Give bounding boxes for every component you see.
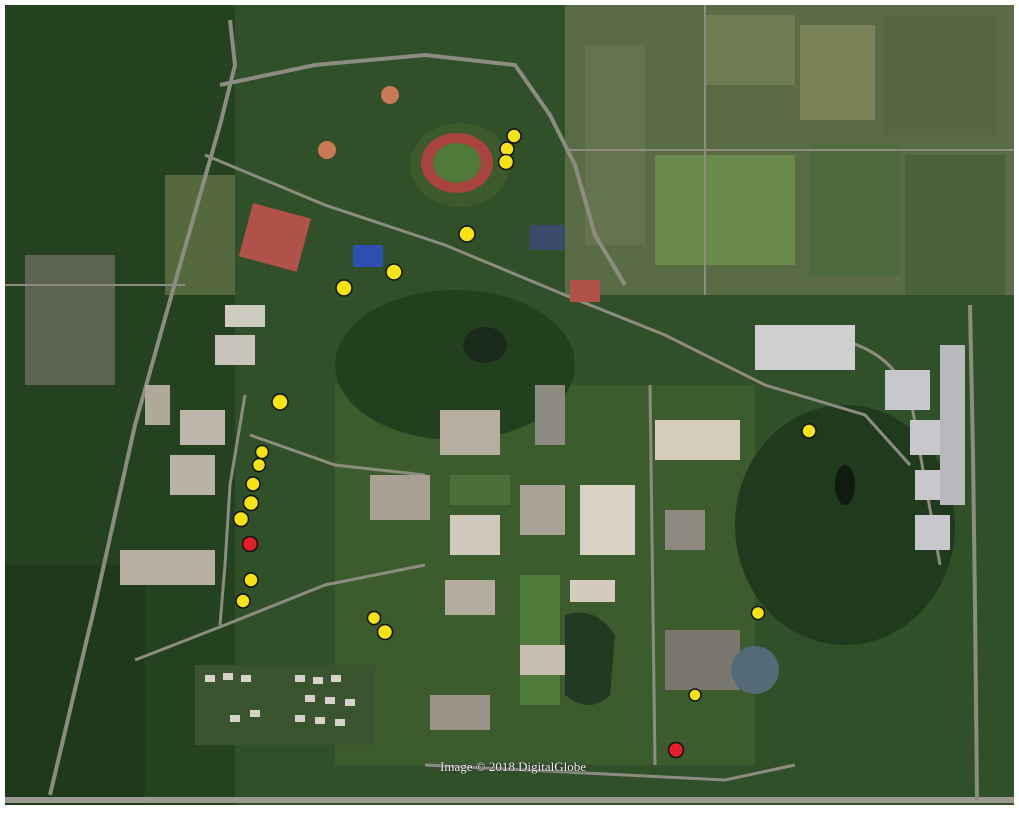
building: [430, 695, 490, 730]
campus-lawn: [450, 475, 510, 505]
housing-west: [25, 255, 115, 385]
residence-block: [755, 325, 855, 370]
road-campus-south: [424, 763, 796, 782]
court: [570, 280, 600, 302]
road-perimeter: [48, 19, 238, 796]
road-inner: [249, 433, 426, 477]
field: [585, 45, 645, 245]
building: [535, 385, 565, 445]
field: [705, 15, 795, 85]
residence-block: [885, 370, 930, 410]
satellite-imagery[interactable]: [5, 5, 1014, 805]
building: [520, 645, 565, 675]
building: [665, 630, 740, 690]
road-east: [968, 304, 979, 801]
building: [180, 410, 225, 445]
pond-center: [463, 327, 507, 363]
residence-block: [940, 345, 965, 505]
field: [800, 25, 875, 120]
field: [655, 155, 795, 265]
imagery-attribution: Image © 2018 DigitalGlobe: [440, 759, 586, 774]
baseball-diamond: [381, 86, 399, 104]
building: [450, 515, 500, 555]
field: [885, 15, 995, 135]
road-north-loop: [219, 52, 627, 287]
tennis-courts: [238, 203, 311, 272]
forest-east: [735, 405, 955, 645]
forest-center: [335, 290, 575, 440]
building: [665, 510, 705, 550]
building: [225, 305, 265, 327]
building: [445, 580, 495, 615]
building: [655, 420, 740, 460]
building: [215, 335, 255, 365]
blue-roof-building: [353, 245, 383, 267]
baseball-diamond: [318, 141, 336, 159]
road-southwest: [134, 563, 426, 662]
field: [810, 145, 900, 275]
pond-east: [835, 465, 855, 505]
stadium-field: [433, 143, 481, 183]
court: [530, 225, 565, 250]
building: [520, 485, 565, 535]
houses: [205, 673, 355, 726]
pond-south: [565, 612, 615, 705]
building: [145, 385, 170, 425]
campus-lawn: [520, 575, 560, 705]
road-campus-axis: [648, 384, 657, 766]
road-inner-west: [218, 394, 247, 626]
building: [580, 485, 635, 555]
building: [370, 475, 430, 520]
building: [440, 410, 500, 455]
field: [905, 155, 1005, 295]
building: [570, 580, 615, 602]
building: [120, 550, 215, 585]
building: [170, 455, 215, 495]
residence-block: [915, 515, 950, 550]
road-diagonal: [204, 153, 912, 467]
dome-building: [731, 646, 779, 694]
